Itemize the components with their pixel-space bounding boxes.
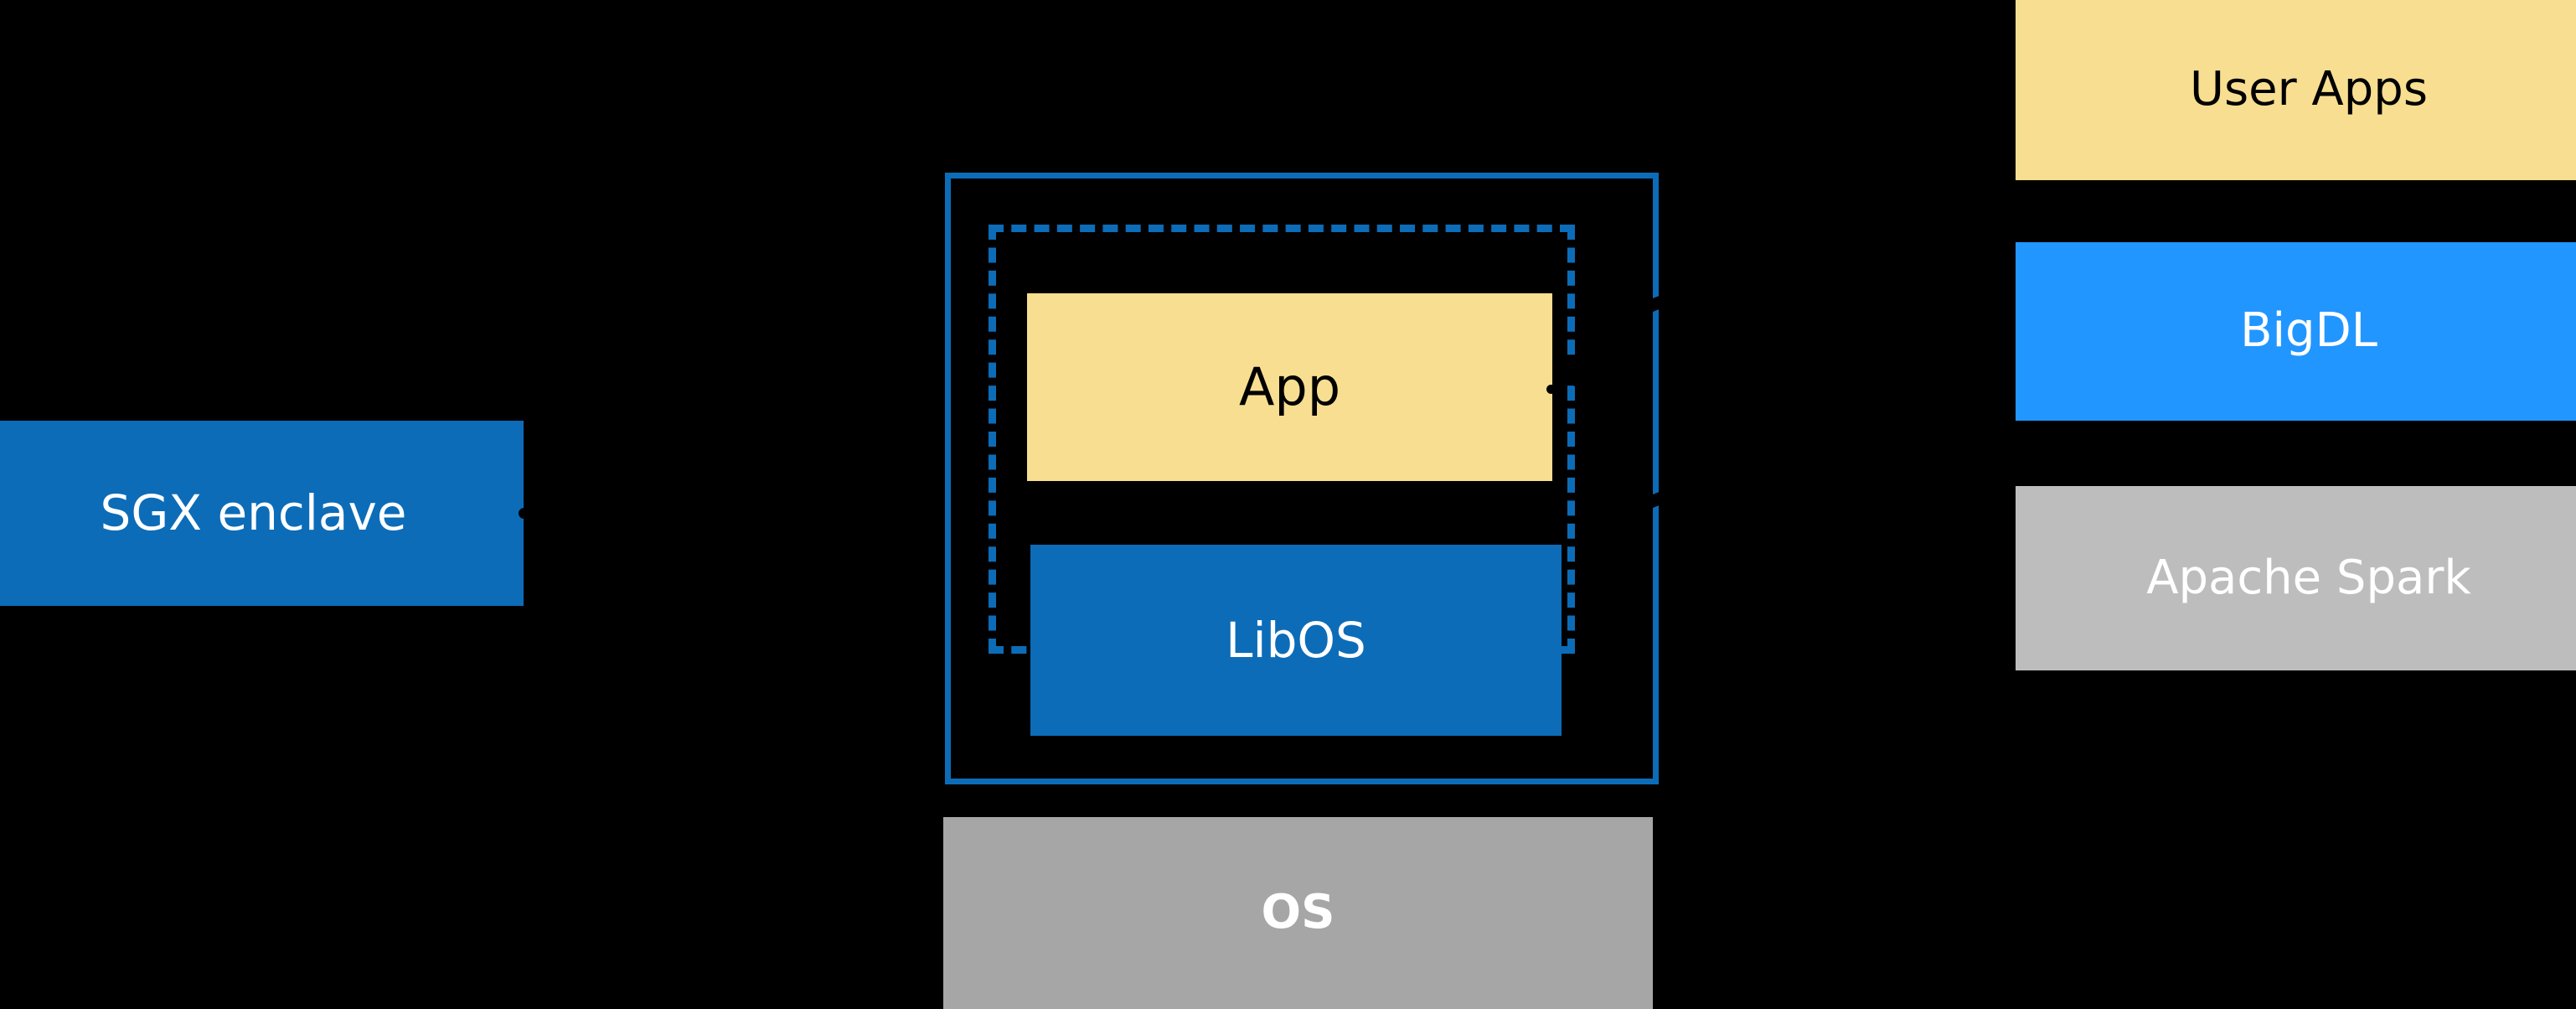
apache-spark-label: Apache Spark	[2146, 550, 2471, 605]
libos-label: LibOS	[1226, 611, 1366, 669]
os-label: OS	[1261, 885, 1335, 940]
sgx-enclave-label: SGX enclave	[100, 484, 407, 542]
app-box: App	[1027, 293, 1552, 481]
bigdl-label: BigDL	[2240, 303, 2377, 359]
user-apps-label: User Apps	[2189, 61, 2429, 116]
app-label: App	[1238, 356, 1341, 418]
sgx-enclave-box: SGX enclave	[0, 421, 524, 606]
apache-spark-box: Apache Spark	[2016, 486, 2576, 670]
os-box: OS	[943, 817, 1653, 1009]
libos-box: LibOS	[1030, 545, 1562, 736]
enclave-outer-boundary-rect	[945, 173, 1659, 784]
bigdl-box: BigDL	[2016, 242, 2576, 421]
app-connector-arrowhead-icon	[1546, 385, 1556, 394]
user-apps-box: User Apps	[2016, 0, 2576, 180]
sgx-connector-arrowhead-icon	[519, 508, 529, 519]
